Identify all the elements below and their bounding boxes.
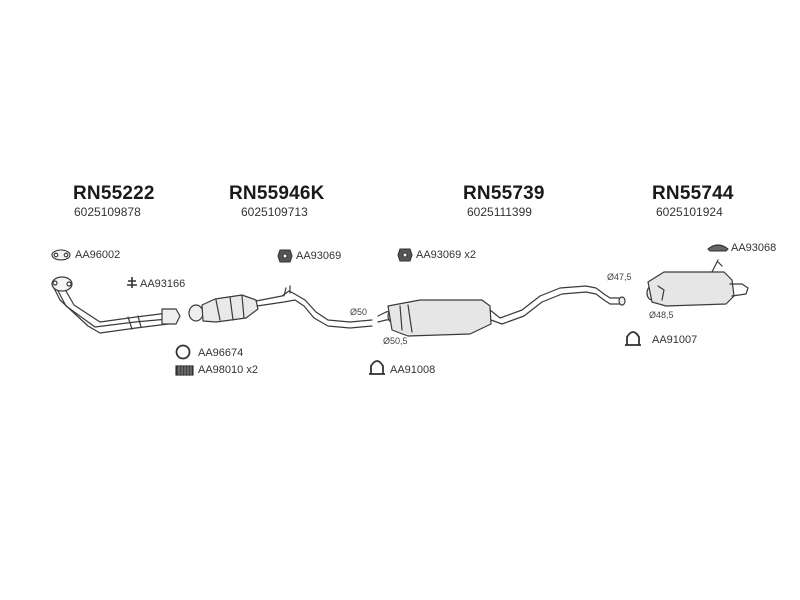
oem-number-4: 6025101924	[656, 205, 723, 219]
part-label-aa93166: AA93166	[140, 278, 186, 290]
oem-number-3: 6025111399	[467, 205, 532, 219]
assembly-code-1: RN55222	[73, 183, 155, 204]
oem-number-1: 6025109878	[74, 205, 141, 219]
part-label-aa93069-b: AA93069 x2	[416, 249, 476, 261]
part-label-aa98010: AA98010 x2	[198, 364, 258, 376]
part-label-aa96002: AA96002	[75, 249, 121, 261]
sealing-ring-icon	[175, 344, 191, 360]
rubber-strap-icon	[707, 244, 729, 252]
diameter-label-48-5: Ø48,5	[649, 310, 674, 320]
part-label-aa93069-a: AA93069	[296, 250, 342, 262]
rubber-mount-icon	[277, 249, 293, 263]
part-label-aa93068: AA93068	[731, 242, 777, 254]
pipe-clamp-icon	[369, 360, 385, 375]
part-label-aa96674: AA96674	[198, 347, 244, 359]
spring-icon	[175, 365, 194, 376]
rubber-mount-icon-2	[397, 248, 413, 262]
pipe-clamp-icon-2	[625, 331, 641, 346]
diameter-label-50-5: Ø50,5	[383, 336, 408, 346]
catalyst-drawing	[188, 285, 373, 329]
diameter-label-50: Ø50	[350, 307, 368, 317]
center-silencer-drawing	[377, 285, 626, 337]
oem-number-2: 6025109713	[241, 205, 308, 219]
part-label-aa91007: AA91007	[652, 334, 698, 346]
front-pipe-drawing	[51, 276, 181, 334]
rear-silencer-drawing	[646, 259, 749, 307]
bracket-icon	[127, 277, 137, 288]
gasket-icon	[51, 249, 71, 261]
part-label-aa91008: AA91008	[390, 364, 436, 376]
assembly-code-3: RN55739	[463, 183, 545, 204]
assembly-code-4: RN55744	[652, 183, 734, 204]
diameter-label-47-5: Ø47,5	[607, 272, 632, 282]
assembly-code-2: RN55946K	[229, 183, 325, 204]
